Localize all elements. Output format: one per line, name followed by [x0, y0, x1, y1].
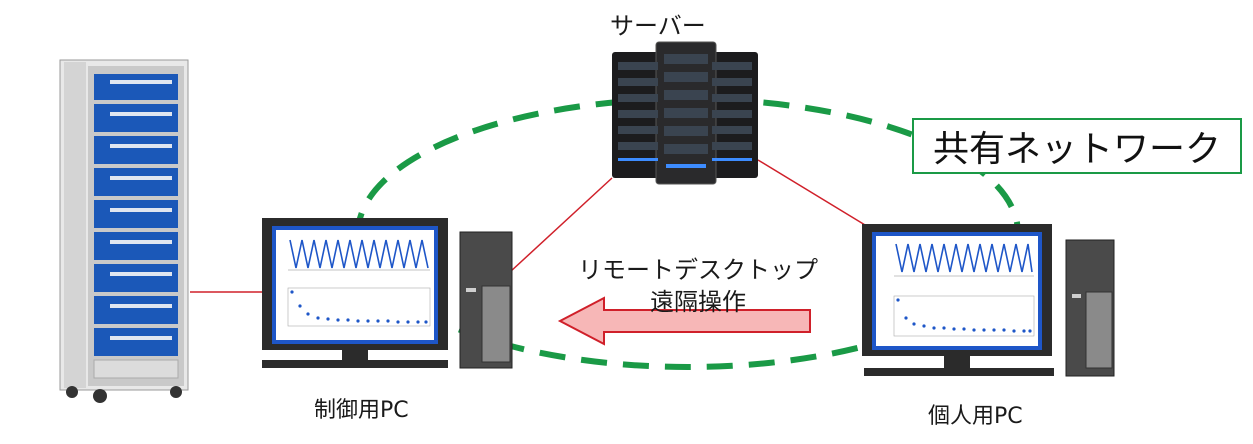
server-label: サーバー	[610, 12, 706, 40]
personal-pc-icon	[862, 224, 1115, 377]
server-rack-icon	[612, 41, 758, 185]
remote-operation-label: 遠隔操作	[650, 288, 746, 316]
personal-pc-label: 個人用PC	[928, 404, 1023, 429]
control-pc-label: 制御用PC	[314, 398, 409, 423]
remote-desktop-label: リモートデスクトップ	[578, 256, 818, 284]
link-control-pc-to-server	[509, 177, 613, 273]
control-pc-icon	[262, 218, 513, 369]
link-server-to-personal-pc	[757, 159, 871, 229]
shared-network-label: 共有ネットワーク	[912, 118, 1242, 174]
remote-arrow-icon	[557, 296, 811, 346]
test-rack-icon	[59, 59, 189, 403]
